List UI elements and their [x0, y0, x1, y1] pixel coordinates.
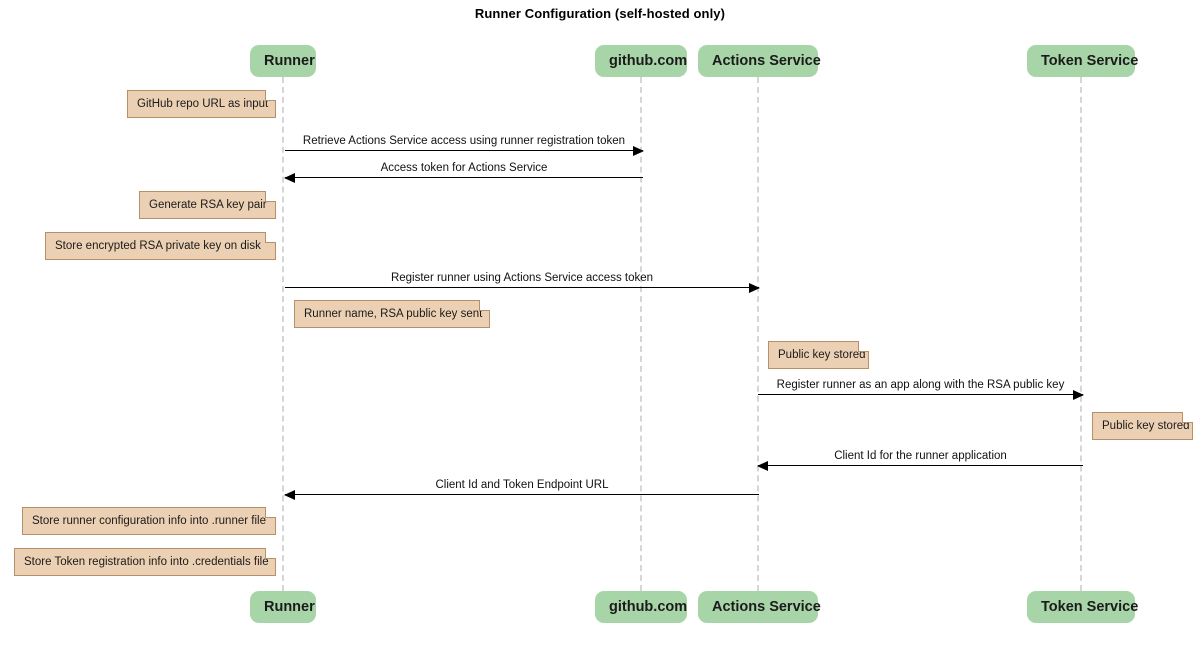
note-pubkey-token[interactable]: Public key stored [1092, 412, 1193, 440]
message-label: Access token for Actions Service [380, 162, 548, 174]
msg-client-id[interactable]: Client Id for the runner application [757, 450, 1083, 471]
note-gen-rsa[interactable]: Generate RSA key pair [139, 191, 276, 219]
participant-actions-top[interactable]: Actions Service [698, 45, 821, 77]
note-pubkey-actions[interactable]: Public key stored [768, 341, 869, 369]
note-fold-corner-icon [265, 90, 276, 101]
note-fold-corner-icon [265, 232, 276, 243]
participant-actions-bottom[interactable]: Actions Service [698, 591, 821, 623]
note-fold-corner-icon [1182, 412, 1193, 423]
note-text: Store encrypted RSA private key on disk [55, 240, 261, 252]
arrowhead-icon [284, 172, 295, 183]
message-label: Register runner as an app along with the… [776, 379, 1065, 391]
lifeline-runner [282, 77, 284, 591]
participant-runner-top[interactable]: Runner [250, 45, 316, 77]
message-label: Client Id and Token Endpoint URL [435, 479, 609, 491]
note-repo-url[interactable]: GitHub repo URL as input [127, 90, 276, 118]
participant-token-top[interactable]: Token Service [1027, 45, 1138, 77]
arrowhead-icon [284, 489, 295, 500]
arrowhead-icon [1073, 389, 1084, 400]
note-text: Generate RSA key pair [149, 199, 267, 211]
participant-runner-bottom[interactable]: Runner [250, 591, 316, 623]
note-runner-name[interactable]: Runner name, RSA public key sent [294, 300, 490, 328]
note-fold-corner-icon [265, 548, 276, 559]
arrowhead-icon [757, 460, 768, 471]
msg-client-id-url[interactable]: Client Id and Token Endpoint URL [284, 479, 759, 500]
note-fold-corner-icon [265, 191, 276, 202]
participant-token-bottom[interactable]: Token Service [1027, 591, 1138, 623]
msg-retrieve-access[interactable]: Retrieve Actions Service access using ru… [285, 135, 644, 156]
participant-github-bottom[interactable]: github.com [595, 591, 687, 623]
msg-register-runner[interactable]: Register runner using Actions Service ac… [285, 272, 760, 293]
message-label: Retrieve Actions Service access using ru… [302, 135, 626, 147]
msg-register-app[interactable]: Register runner as an app along with the… [758, 379, 1084, 400]
note-fold-corner-icon [479, 300, 490, 311]
note-store-priv[interactable]: Store encrypted RSA private key on disk [45, 232, 276, 260]
note-text: GitHub repo URL as input [137, 98, 269, 110]
note-store-config[interactable]: Store runner configuration info into .ru… [22, 507, 276, 535]
note-store-creds[interactable]: Store Token registration info into .cred… [14, 548, 276, 576]
message-label: Register runner using Actions Service ac… [390, 272, 654, 284]
page-title: Runner Configuration (self-hosted only) [474, 6, 726, 21]
participant-github-top[interactable]: github.com [595, 45, 687, 77]
note-text: Store Token registration info into .cred… [24, 556, 269, 568]
lifeline-actions [757, 77, 759, 591]
note-fold-corner-icon [858, 341, 869, 352]
note-fold-corner-icon [265, 507, 276, 518]
lifeline-github [640, 77, 642, 591]
arrowhead-icon [633, 145, 644, 156]
msg-access-token[interactable]: Access token for Actions Service [284, 162, 643, 183]
arrowhead-icon [749, 282, 760, 293]
note-text: Public key stored [1102, 420, 1190, 432]
note-text: Public key stored [778, 349, 866, 361]
note-text: Store runner configuration info into .ru… [32, 515, 266, 527]
lifeline-token [1080, 77, 1082, 591]
note-text: Runner name, RSA public key sent [304, 308, 483, 320]
message-label: Client Id for the runner application [834, 450, 1007, 462]
